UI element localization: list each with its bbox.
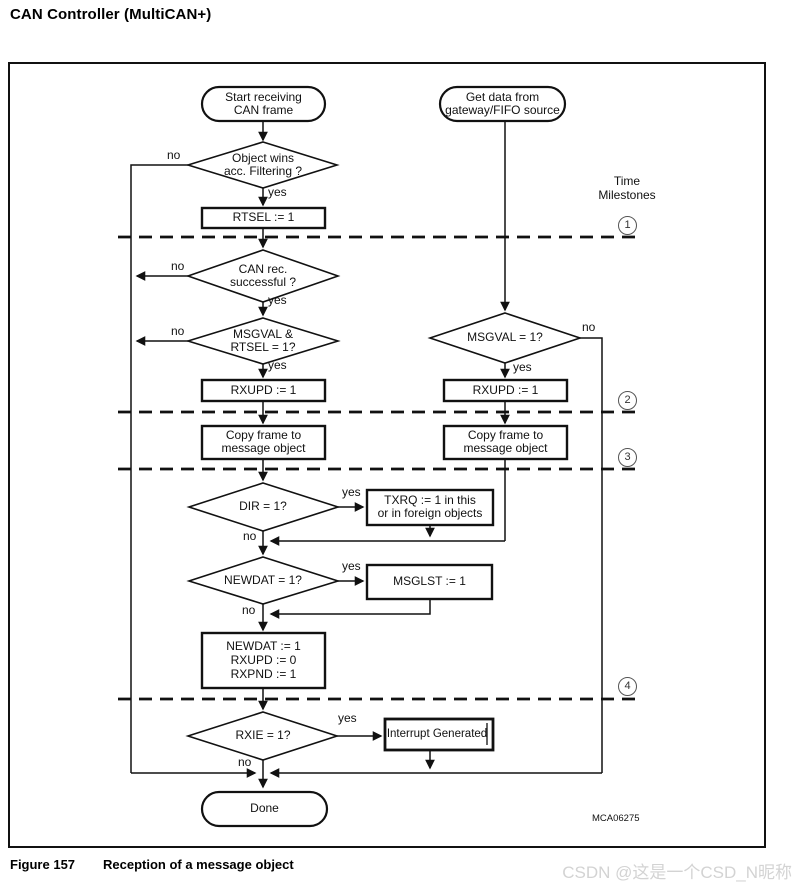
branch-label-no-can-rec: no (171, 259, 185, 273)
shape-copy-left-box (200, 424, 327, 461)
process-rxupd-right: RXUPD := 1 (472, 383, 539, 397)
decision-msgval-rtsel: MSGVAL & RTSEL = 1? (230, 327, 296, 354)
branch-label-yes-acc-filtering: yes (268, 185, 287, 199)
figure-frame (8, 62, 766, 848)
shape-rxie-diamond (185, 711, 340, 761)
shape-rxupd-left-box (200, 378, 327, 403)
shape-rxupd-right-box (442, 378, 569, 403)
process-copy-frame-left: Copy frame to message object (221, 428, 306, 455)
branch-label-no-acc-filtering: no (167, 148, 181, 162)
decision-acc-filtering: Object wins acc. Filtering ? (223, 151, 303, 178)
branch-label-yes-dir: yes (342, 485, 361, 499)
process-interrupt-generated: Interrupt Generated (386, 728, 488, 740)
decision-dir: DIR = 1? (239, 499, 287, 513)
decision-msgval: MSGVAL = 1? (467, 330, 543, 344)
node-gateway-terminal: Get data from gateway/FIFO source (445, 90, 560, 117)
branch-label-yes-newdat: yes (342, 559, 361, 573)
decision-newdat: NEWDAT = 1? (224, 573, 302, 587)
shape-msgval-diamond (427, 312, 583, 364)
shape-start-terminal (200, 85, 327, 123)
shape-msgval-rtsel-diamond (185, 317, 341, 365)
branch-label-no-rxie: no (238, 755, 252, 769)
branch-label-yes-msgval-rtsel: yes (268, 358, 287, 372)
shape-newdat-diamond (186, 556, 341, 605)
milestone-badge-3: 3 (618, 448, 637, 467)
right-rail (580, 337, 603, 773)
shape-acc-filtering-diamond (185, 141, 340, 189)
shape-can-rec-diamond (185, 249, 341, 303)
branch-label-no-newdat: no (242, 603, 256, 617)
milestone-badge-4: 4 (618, 677, 637, 696)
time-milestones-title: Time Milestones (598, 174, 656, 202)
shape-done-terminal (200, 790, 329, 828)
milestone-badge-1: 1 (618, 216, 637, 235)
branch-label-yes-msgval: yes (513, 360, 532, 374)
figure-caption-text: Reception of a message object (103, 857, 294, 872)
process-newdat-rxupd-rxpnd: NEWDAT := 1 RXUPD := 0 RXPND := 1 (226, 639, 301, 681)
connector-lines (130, 121, 603, 789)
process-msglst: MSGLST := 1 (393, 574, 466, 588)
left-rail (130, 164, 188, 773)
shape-txrq-box (365, 488, 495, 527)
node-shapes (185, 85, 583, 828)
process-rxupd-left: RXUPD := 1 (230, 383, 297, 397)
process-rtsel: RTSEL := 1 (232, 210, 295, 224)
branch-label-no-msgval-rtsel: no (171, 324, 185, 338)
milestone-dashed-lines (118, 235, 638, 701)
node-done-terminal: Done (250, 801, 279, 815)
decision-can-rec-successful: CAN rec. successful ? (229, 262, 297, 289)
branch-label-no-dir: no (243, 529, 257, 543)
shape-gateway-terminal (438, 85, 567, 123)
branch-label-yes-can-rec: yes (268, 293, 287, 307)
shape-interrupt-box (383, 717, 495, 752)
shape-newdat-set-box (200, 631, 327, 690)
figure-caption-label: Figure 157 (10, 857, 76, 872)
milestone-badge-2: 2 (618, 391, 637, 410)
branch-label-yes-rxie: yes (338, 711, 357, 725)
page-title: CAN Controller (MultiCAN+) (10, 6, 212, 23)
watermark: CSDN @这是一个CSD_N昵称 (562, 863, 792, 882)
shape-dir-diamond (186, 482, 341, 532)
branch-label-no-msgval: no (582, 320, 596, 334)
shape-rtsel-box (200, 206, 327, 230)
process-copy-frame-right: Copy frame to message object (463, 428, 548, 455)
shape-copy-right-box (442, 424, 569, 461)
shape-msglst-box (365, 563, 494, 601)
diagram-code: MCA06275 (592, 813, 640, 824)
node-start-terminal: Start receiving CAN frame (225, 90, 302, 117)
process-txrq: TXRQ := 1 in this or in foreign objects (377, 493, 483, 520)
decision-rxie: RXIE = 1? (235, 728, 291, 742)
